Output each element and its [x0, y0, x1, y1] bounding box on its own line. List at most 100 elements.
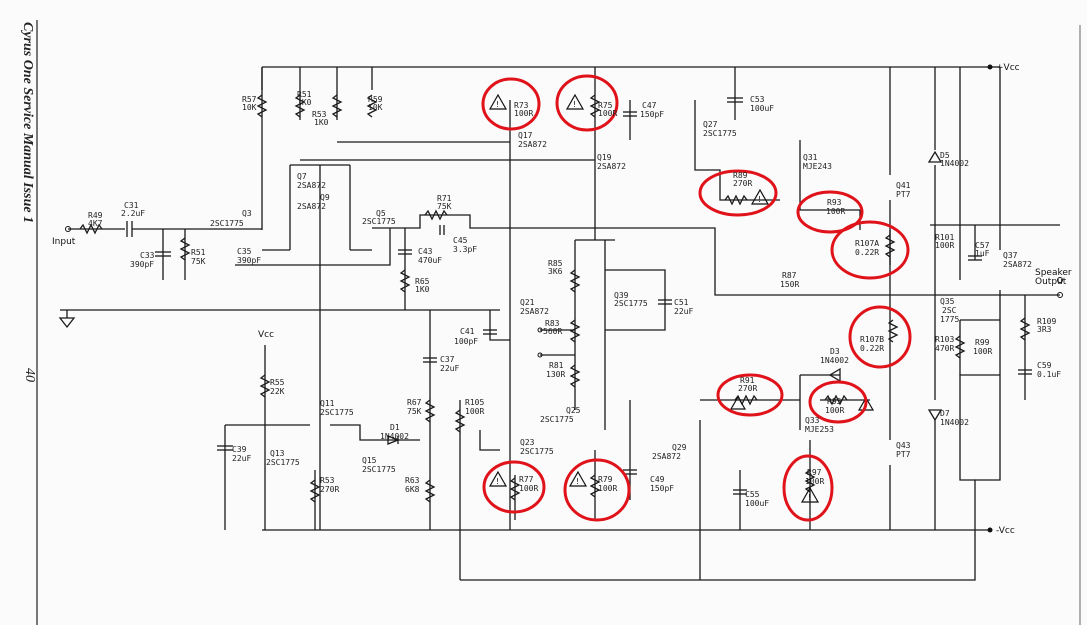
component-label: Q13: [270, 449, 285, 458]
component-label: R51: [191, 248, 206, 257]
component-label: 270R: [733, 179, 752, 188]
component-label: R101: [935, 233, 954, 242]
component-label: 100R: [826, 207, 845, 216]
component-label: 2SC1775: [614, 299, 648, 308]
component-label: R105: [465, 398, 484, 407]
component-label: C59: [1037, 361, 1052, 370]
component-label: R107B: [860, 335, 884, 344]
component-label: R51: [297, 90, 312, 99]
component-label: Q31: [803, 153, 818, 162]
component-label: R71: [437, 194, 452, 203]
component-label: 1775: [940, 315, 959, 324]
component-label: Q39: [614, 291, 629, 300]
component-label: 3R3: [1037, 325, 1052, 334]
component-label: C43: [418, 247, 433, 256]
red-annotation-marks: [481, 74, 912, 522]
component-label: 22K: [270, 387, 285, 396]
component-label: 22uF: [674, 307, 693, 316]
component-label: Q7: [297, 172, 307, 181]
component-label: C49: [650, 475, 665, 484]
component-label: R53: [312, 110, 327, 119]
component-label: 2SA872: [652, 452, 681, 461]
component-label: 2SA872: [597, 162, 626, 171]
component-label: 3.3pF: [453, 245, 477, 254]
component-label: Q5: [376, 209, 386, 218]
component-label: R55: [270, 378, 285, 387]
component-label: R87: [782, 271, 797, 280]
component-label: 560R: [543, 327, 562, 336]
component-label: 100R: [825, 406, 844, 415]
component-label: 6K8: [405, 485, 420, 494]
component-label: C39: [232, 445, 247, 454]
component-label: Q17: [518, 131, 533, 140]
component-label: D3: [830, 347, 840, 356]
component-label: 100R: [465, 407, 484, 416]
component-label: R97: [807, 468, 822, 477]
component-label: R81: [549, 361, 564, 370]
component-label: 2SC1775: [362, 217, 396, 226]
component-label: Q15: [362, 456, 377, 465]
component-label: Q37: [1003, 251, 1018, 260]
component-label: R65: [415, 277, 430, 286]
component-label: C35: [237, 247, 252, 256]
component-label: 75K: [191, 257, 206, 266]
svg-text:!: !: [495, 100, 500, 109]
component-label: R59: [368, 95, 383, 104]
component-label: Q21: [520, 298, 535, 307]
component-label: 2SC1775: [210, 219, 244, 228]
component-label: R73: [514, 101, 529, 110]
svg-text:!: !: [495, 477, 500, 486]
component-label: 2SA872: [297, 181, 326, 190]
svg-text:!: !: [757, 195, 762, 204]
component-label: Q41: [896, 181, 911, 190]
component-label: D1: [390, 423, 400, 432]
component-label: 100R: [598, 109, 617, 118]
component-label: R93: [827, 198, 842, 207]
component-label: 2SA872: [1003, 260, 1032, 269]
component-label: 100R: [805, 477, 824, 486]
component-label: 0.1uF: [1037, 370, 1061, 379]
component-label: 2SC1775: [703, 129, 737, 138]
component-label: C57: [975, 241, 990, 250]
component-label: D7: [940, 409, 950, 418]
component-label: R63: [405, 476, 420, 485]
page-number: 40: [22, 368, 37, 382]
component-label: Q27: [703, 120, 718, 129]
component-label: MJE243: [803, 162, 832, 171]
manual-title: Cyrus One Service Manual Issue 1: [20, 22, 35, 223]
component-label: C33: [140, 251, 155, 260]
component-label: R53: [320, 476, 335, 485]
component-label: 1N4002: [820, 356, 849, 365]
component-label: -Vcc: [996, 526, 1015, 536]
component-label: 470uF: [418, 256, 442, 265]
component-label: R89: [733, 171, 748, 180]
component-label: 2SA872: [520, 307, 549, 316]
component-label: 2SC1775: [520, 447, 554, 456]
component-label: 10K: [368, 103, 383, 112]
component-label: R75: [598, 101, 613, 110]
component-label: 2SA872: [297, 202, 326, 211]
component-label: 1uF: [975, 249, 990, 258]
component-label: 2SC1775: [320, 408, 354, 417]
component-label: R107A: [855, 239, 879, 248]
component-label: C37: [440, 355, 455, 364]
component-label: PT7: [896, 450, 911, 459]
component-label: 0.22R: [860, 344, 884, 353]
component-label: 100R: [935, 241, 954, 250]
component-label: Q33: [805, 416, 820, 425]
component-label: Output: [1035, 277, 1067, 287]
component-label: 2SC1775: [540, 415, 574, 424]
component-label: +Vcc: [996, 63, 1020, 73]
component-label: Vcc: [258, 330, 274, 340]
component-label: R103: [935, 335, 954, 344]
component-label: C53: [750, 95, 765, 104]
component-label: 75K: [437, 202, 452, 211]
component-label: 130R: [546, 370, 565, 379]
component-label: 390pF: [130, 260, 154, 269]
component-label: 22uF: [440, 364, 459, 373]
component-label: C41: [460, 327, 475, 336]
component-label: C55: [745, 490, 760, 499]
component-label: Q9: [320, 193, 330, 202]
component-label: 150pF: [650, 484, 674, 493]
